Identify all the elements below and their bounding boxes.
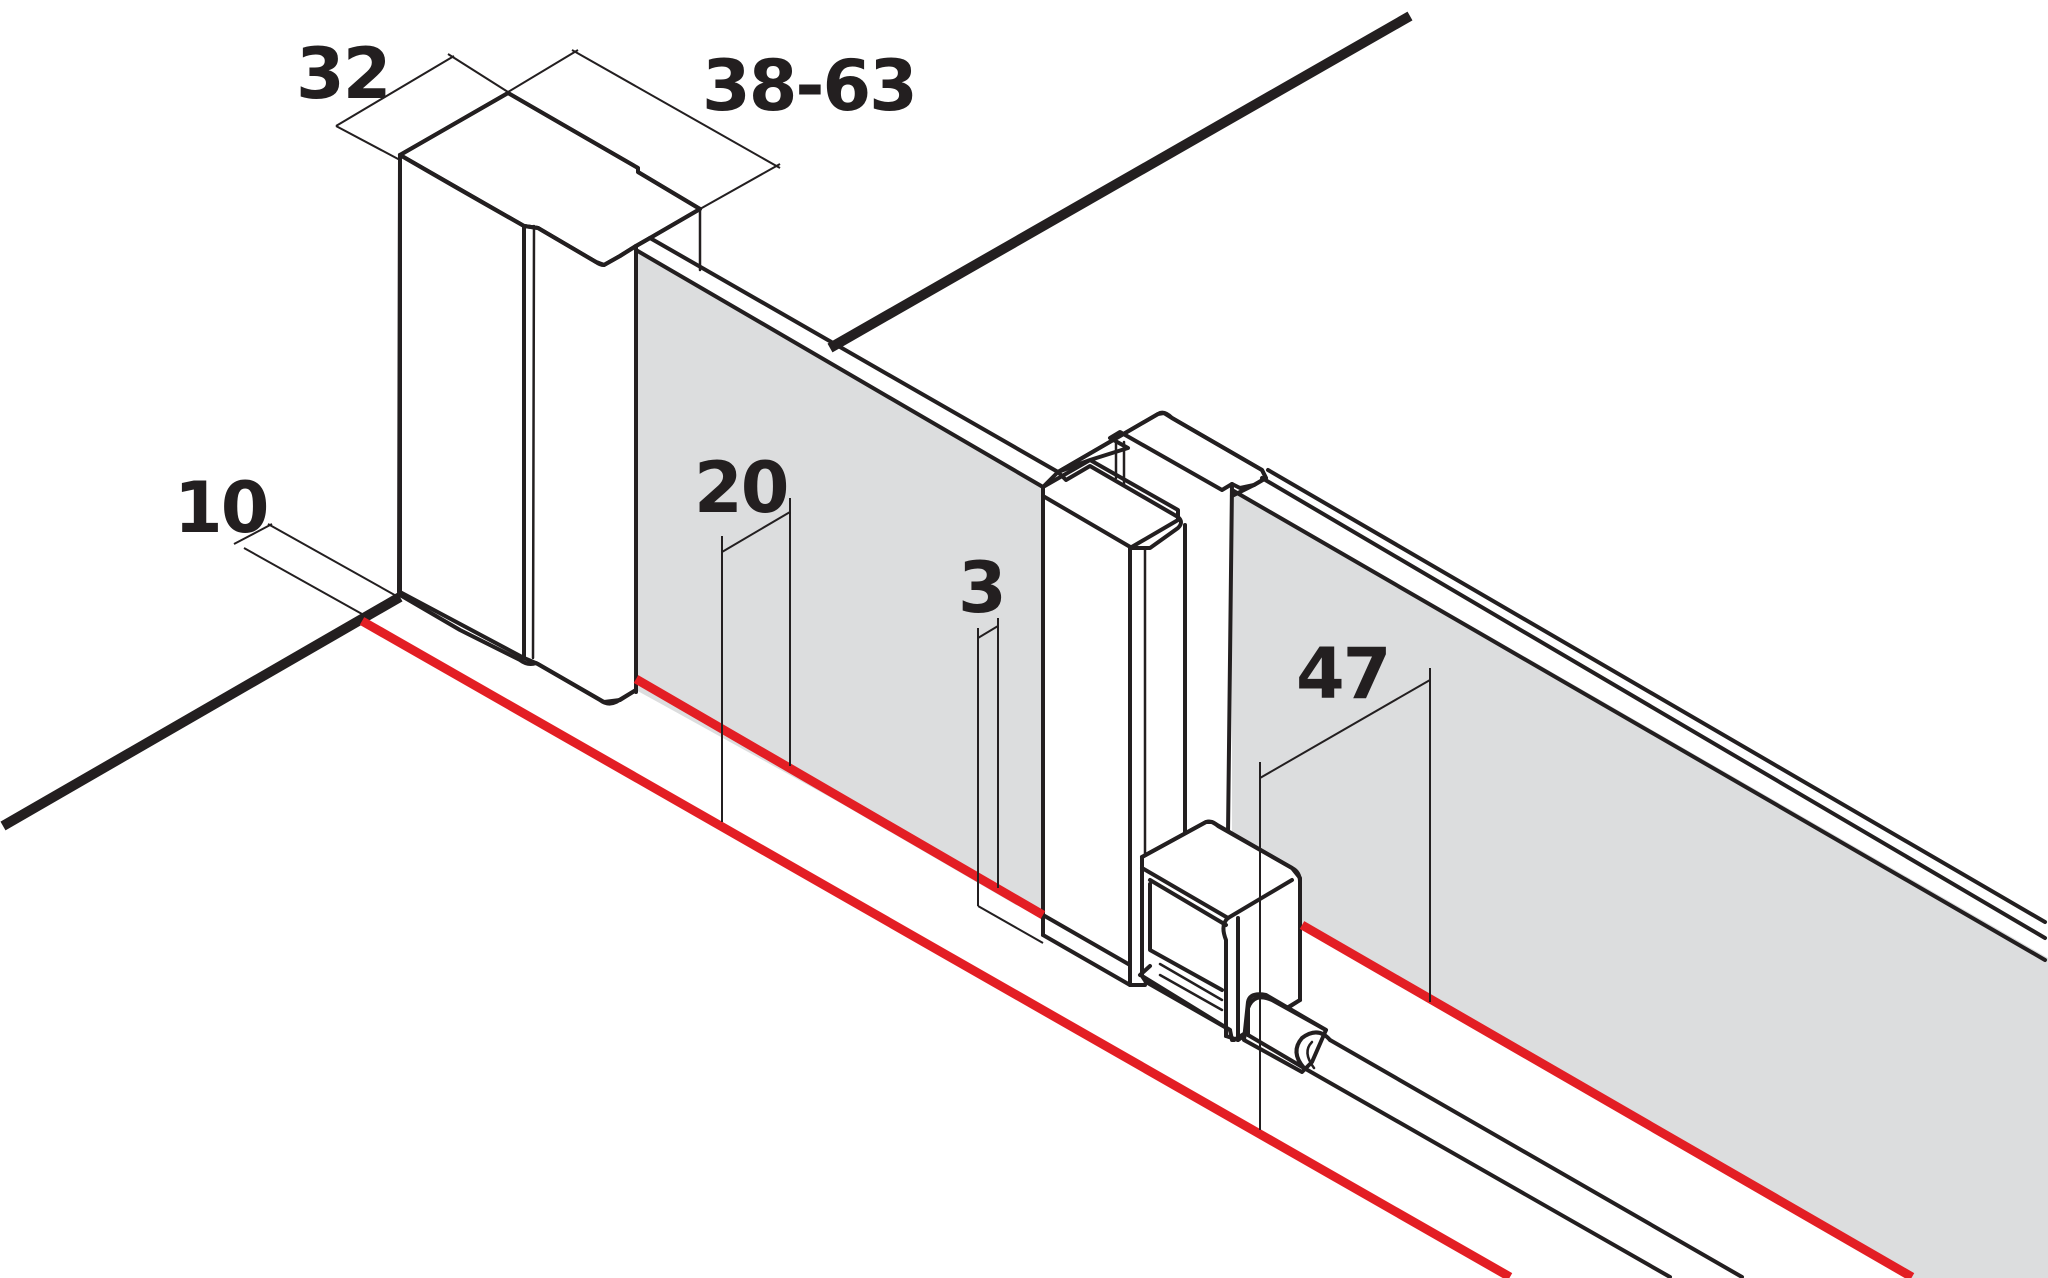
seal-line-glass-right <box>1299 921 1915 1278</box>
dimension-38-63: 38-63 <box>507 45 918 210</box>
dimension-label-20: 20 <box>694 447 787 529</box>
glass-panel-right <box>1232 488 2048 1278</box>
top-rail-left <box>634 236 1060 489</box>
top-rail-right <box>1230 468 2047 962</box>
middle-profile <box>1041 410 1268 987</box>
wall-back <box>827 11 1413 353</box>
dimension-47: 47 <box>1259 633 1431 1130</box>
dimension-10: 10 <box>174 467 401 615</box>
bottom-roller <box>1242 992 1744 1278</box>
seal-line-glass-left <box>633 675 1046 919</box>
glass-panel-main <box>636 250 1043 915</box>
dimension-32: 32 <box>296 33 509 161</box>
dimension-label-38-63: 38-63 <box>702 45 916 127</box>
wall-profile <box>397 91 702 706</box>
dimension-label-10: 10 <box>174 467 267 549</box>
wall-left <box>0 592 403 831</box>
seal-line-outer <box>359 617 1513 1278</box>
dimension-label-32: 32 <box>296 33 389 115</box>
dimension-20: 20 <box>694 447 791 822</box>
dimension-label-3: 3 <box>958 547 1005 629</box>
dimension-3: 3 <box>958 547 1044 944</box>
dimension-label-47: 47 <box>1296 633 1389 715</box>
